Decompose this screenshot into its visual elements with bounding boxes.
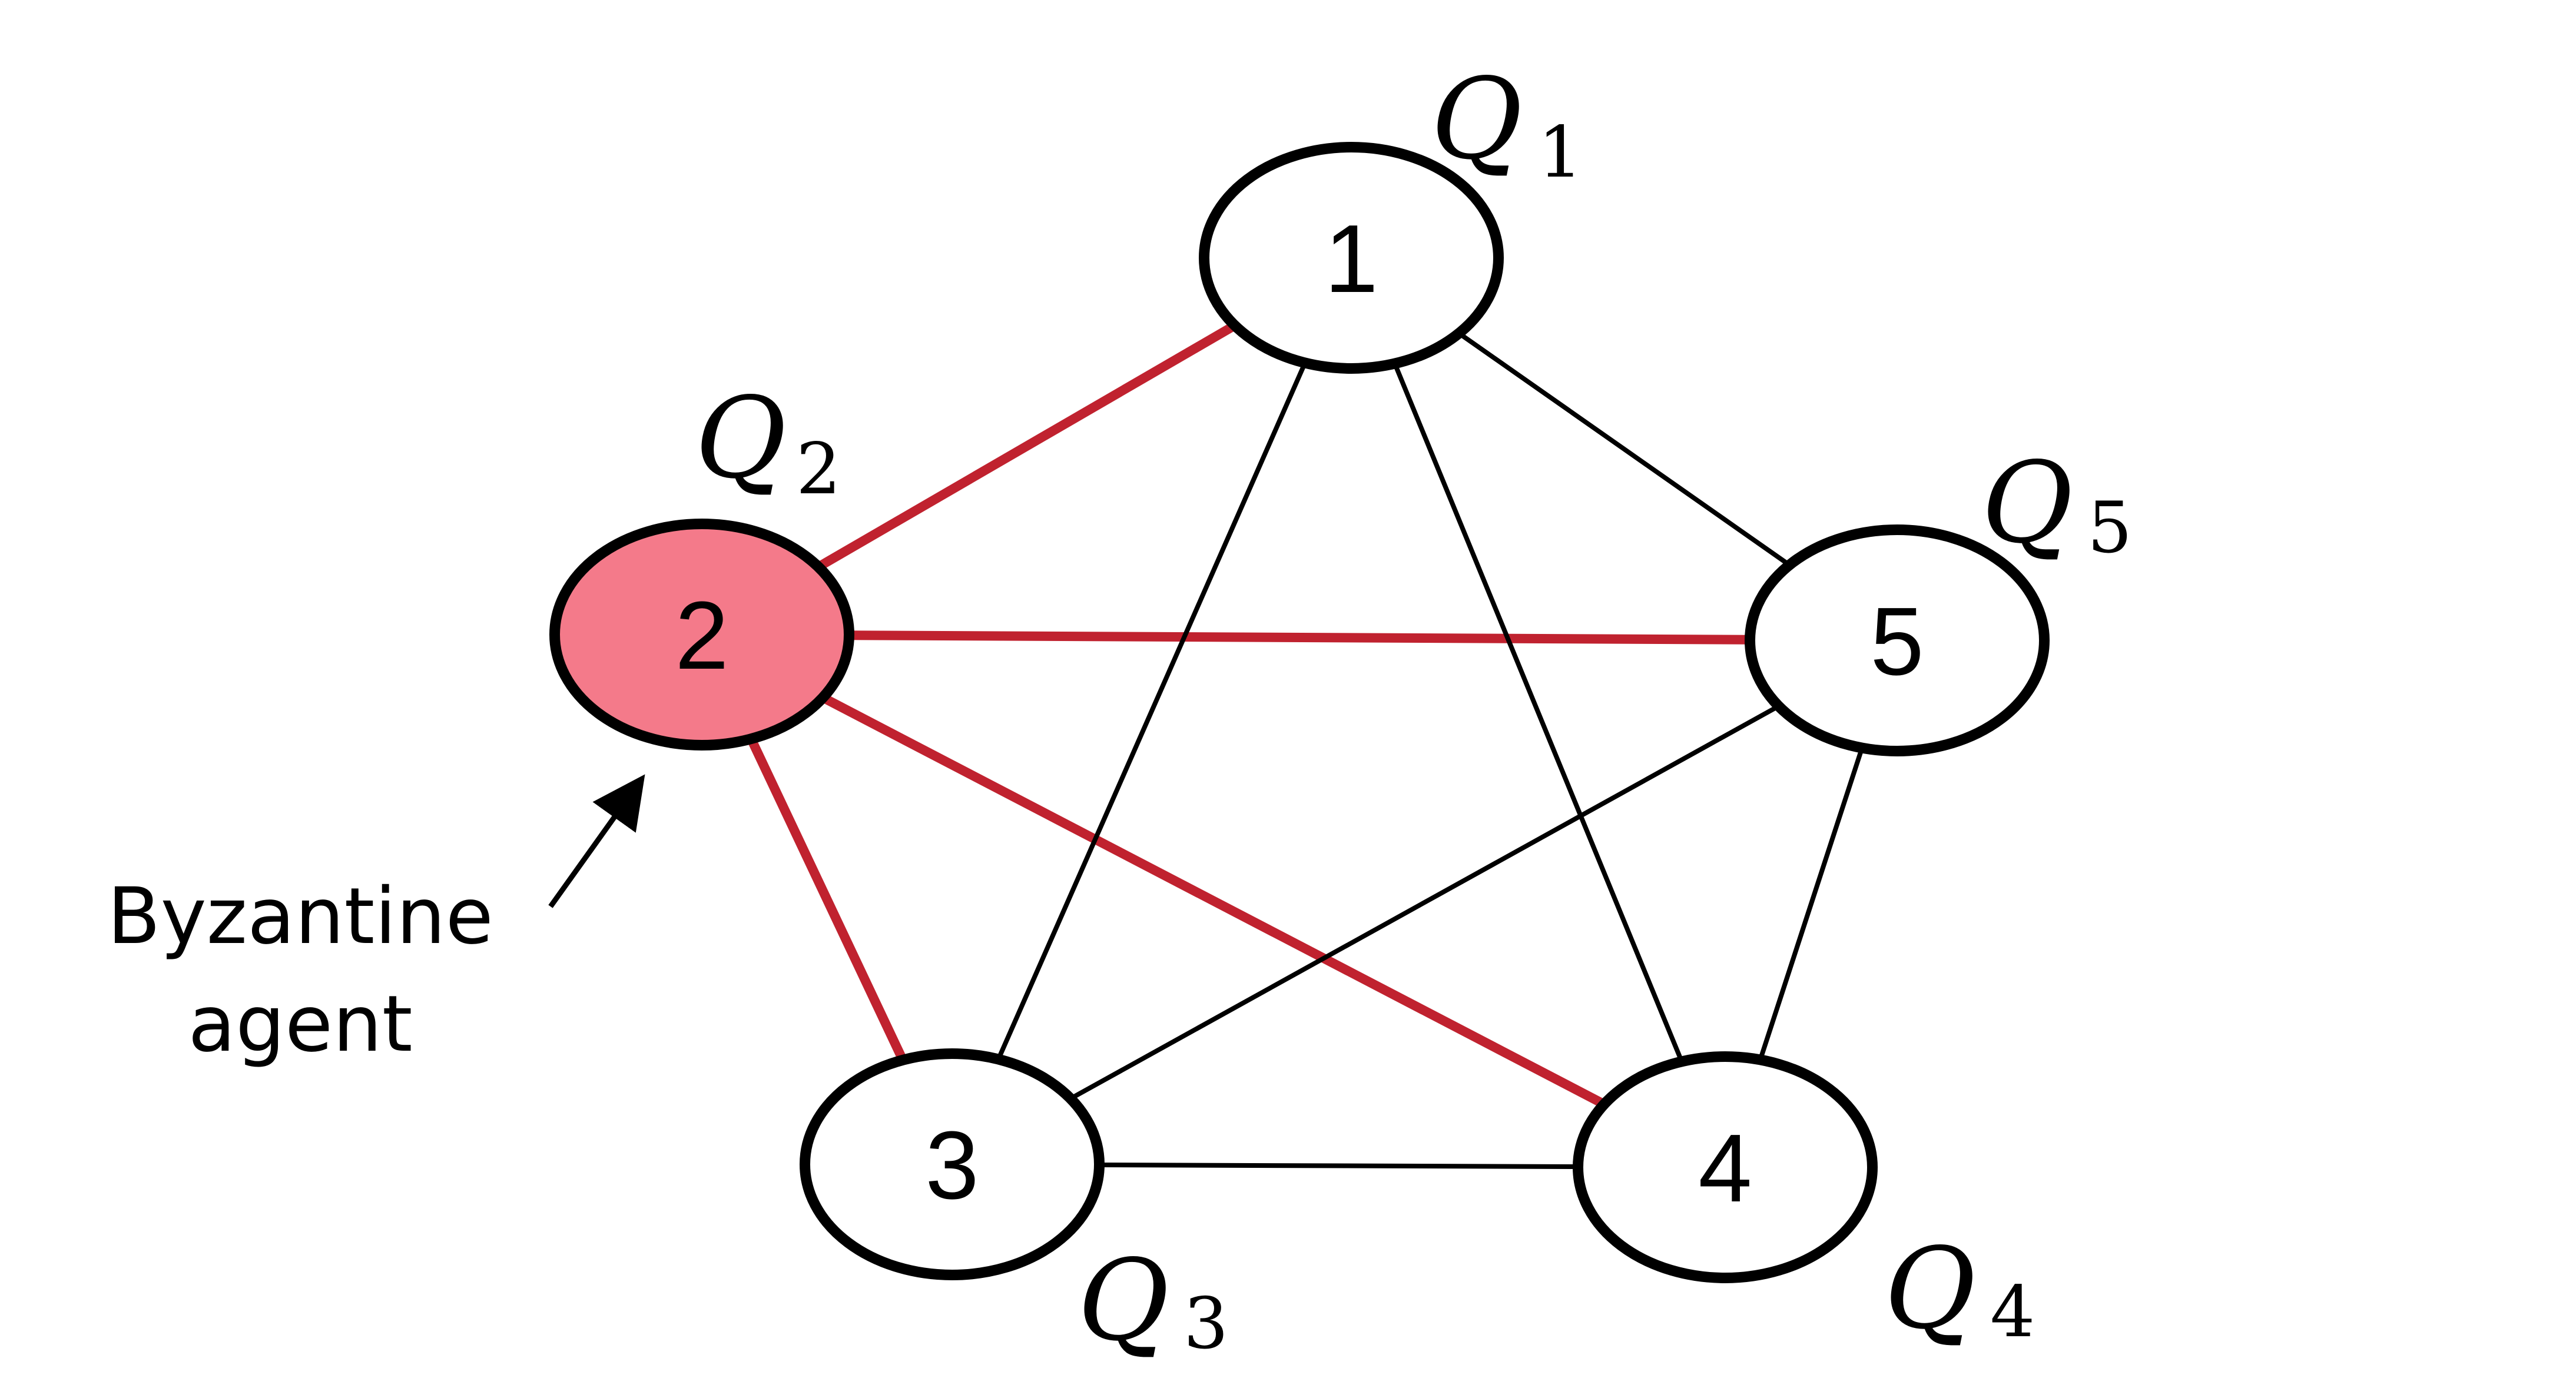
q-label-5-index: 5	[2087, 487, 2132, 569]
q-label-2-letter: Q	[695, 373, 787, 503]
q-label-3-letter: Q	[1078, 1236, 1169, 1366]
edge-2-4-byzantine	[818, 693, 1609, 1109]
edge-3-4	[1096, 1162, 1581, 1170]
annotation-line-2: agent	[188, 979, 412, 1070]
edge-2-5-byzantine	[844, 630, 1755, 645]
node-3-label: 3	[925, 1111, 979, 1219]
q-label-2-index: 2	[796, 429, 841, 510]
node-1-ellipse	[1199, 142, 1504, 374]
q-label-1-letter: Q	[1431, 54, 1523, 184]
edge-1-2-byzantine	[813, 320, 1240, 572]
q-label-4-letter: Q	[1884, 1224, 1976, 1354]
node-4: 4	[1573, 1051, 1878, 1283]
byzantine-annotation: Byzantine agent	[107, 774, 645, 1070]
edges	[746, 320, 1865, 1170]
node-4-ellipse	[1573, 1051, 1878, 1283]
q-label-4-index: 4	[1990, 1271, 2035, 1353]
node-1: 1	[1199, 142, 1504, 374]
node-2: 2	[549, 519, 854, 751]
node-5-ellipse	[1745, 524, 2050, 756]
annotation-arrow	[548, 774, 645, 908]
annotation-line-1: Byzantine	[107, 871, 493, 962]
node-1-label: 1	[1324, 205, 1378, 313]
node-2-label: 2	[675, 582, 728, 689]
node-3: 3	[800, 1048, 1105, 1280]
node-5-label: 5	[1870, 587, 1924, 695]
node-3-ellipse	[800, 1048, 1105, 1280]
edge-2-3-byzantine	[746, 734, 908, 1065]
edge-3-5	[1068, 703, 1781, 1101]
node-2-ellipse	[549, 519, 854, 751]
node-5: 5	[1745, 524, 2050, 756]
q-label-1-index: 1	[1538, 112, 1583, 194]
q-label-3-index: 3	[1183, 1283, 1228, 1365]
edge-1-3	[996, 360, 1308, 1062]
edge-1-4	[1392, 361, 1685, 1064]
q-label-5-letter: Q	[1981, 438, 2073, 568]
edge-4-5	[1758, 745, 1865, 1062]
edge-1-5	[1456, 331, 1792, 567]
node-4-label: 4	[1698, 1114, 1752, 1222]
nodes: 1 2 3 4 5	[549, 142, 2050, 1283]
